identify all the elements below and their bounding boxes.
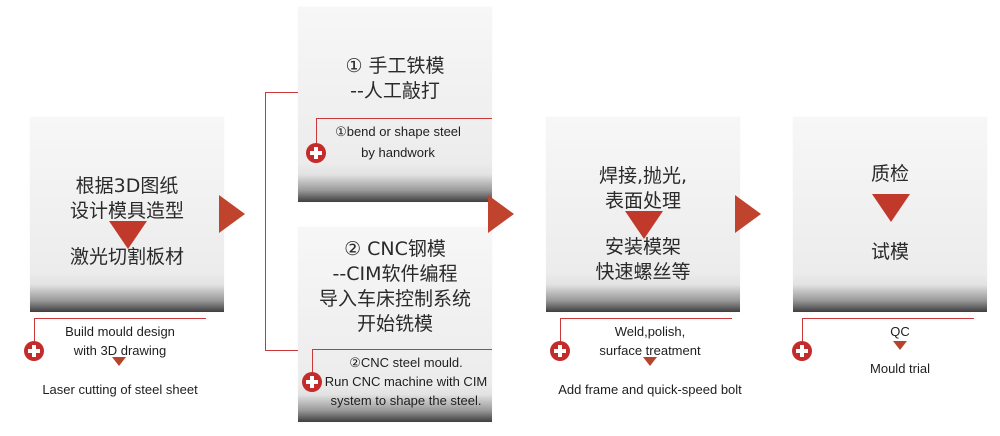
step-3-connector-line-vertical (560, 318, 561, 342)
right-arrow-icon-2 (488, 195, 514, 233)
step-1-connector-line-vertical (34, 318, 35, 342)
step-1-small-down-arrow-icon (112, 357, 126, 366)
step-4-plus-circle-icon (792, 341, 812, 361)
step-4-en-bottom: Mould trial (870, 361, 930, 376)
step-1-plus-circle-icon (24, 341, 44, 361)
step-1-zh-line-1: 根据3D图纸 (75, 175, 179, 197)
step-4-zh-line-2: 试模 (870, 241, 909, 263)
step-2a-connector-line (316, 118, 492, 119)
branch-bracket-top (265, 92, 298, 93)
step-2a-zh-line-1: ① 手工铁模 (345, 55, 445, 77)
step-2b-en-line-3: system to shape the steel. (330, 393, 482, 408)
step-3-en-top-1: Weld,polish, (614, 324, 686, 339)
step-4-connector-line (802, 318, 974, 319)
step-3-connector-line (560, 318, 732, 319)
step-3-zh-line-2: 表面处理 (604, 190, 681, 212)
step-2b-en-line-1: ②CNC steel mould. (349, 355, 463, 370)
step-3-zh-line-3: 安装模架 (604, 236, 681, 258)
step-4-en-top-1: QC (890, 324, 910, 339)
step-3-down-arrow-icon (625, 211, 663, 239)
step-3-plus-circle-icon (550, 341, 570, 361)
step-2a-card: ① 手工铁模 --人工敲打 ①bend or shape steel by ha… (298, 7, 492, 202)
step-2b-zh-line-2: --CIM软件编程 (332, 263, 458, 285)
step-1-en-top-1: Build mould design (65, 324, 175, 339)
step-2b-connector-line-vertical (312, 349, 313, 373)
branch-bracket-vertical (265, 92, 266, 351)
step-3-en-bottom: Add frame and quick-speed bolt (558, 382, 742, 397)
right-arrow-icon-1 (219, 195, 245, 233)
step-2b-card: ② CNC钢模 --CIM软件编程 导入车床控制系统 开始铣模 ②CNC ste… (298, 227, 492, 422)
step-2a-zh-line-2: --人工敲打 (350, 80, 440, 102)
step-4-card: 质检 试模 (793, 117, 987, 312)
step-1-zh-line-2: 设计模具造型 (69, 200, 184, 222)
step-4-connector-line-vertical (802, 318, 803, 342)
step-2a-en-line-2: by handwork (361, 145, 435, 160)
step-2b-zh-line-4: 开始铣模 (356, 313, 433, 335)
step-1-down-arrow-icon (109, 221, 147, 249)
step-3-en-top-2: surface treatment (599, 343, 701, 358)
step-3-zh-line-4: 快速螺丝等 (595, 261, 691, 283)
step-1-card: 根据3D图纸 设计模具造型 激光切割板材 (30, 117, 224, 312)
step-1-connector-line (34, 318, 206, 319)
step-4-small-down-arrow-icon (893, 341, 907, 350)
step-3-small-down-arrow-icon (643, 357, 657, 366)
step-1-zh-line-3: 激光切割板材 (69, 246, 184, 268)
step-2a-connector-line-vertical (316, 118, 317, 144)
step-2b-zh-line-1: ② CNC钢模 (344, 238, 446, 260)
step-2b-plus-circle-icon (302, 372, 322, 392)
branch-bracket-bottom (265, 350, 298, 351)
step-2a-plus-circle-icon (306, 143, 326, 163)
step-2a-en-line-1: ①bend or shape steel (335, 124, 461, 139)
step-2b-en-line-2: Run CNC machine with CIM (324, 374, 488, 389)
step-3-zh-line-1: 焊接,抛光, (598, 165, 688, 187)
step-2b-connector-line (312, 349, 492, 350)
step-4-down-arrow-icon (872, 194, 910, 222)
right-arrow-icon-3 (735, 195, 761, 233)
step-2b-zh-line-3: 导入车床控制系统 (318, 288, 471, 310)
step-3-card: 焊接,抛光, 表面处理 安装模架 快速螺丝等 (546, 117, 740, 312)
step-4-zh-line-1: 质检 (870, 163, 909, 185)
step-1-en-bottom: Laser cutting of steel sheet (42, 382, 198, 397)
step-1-en-top-2: with 3D drawing (73, 343, 167, 358)
